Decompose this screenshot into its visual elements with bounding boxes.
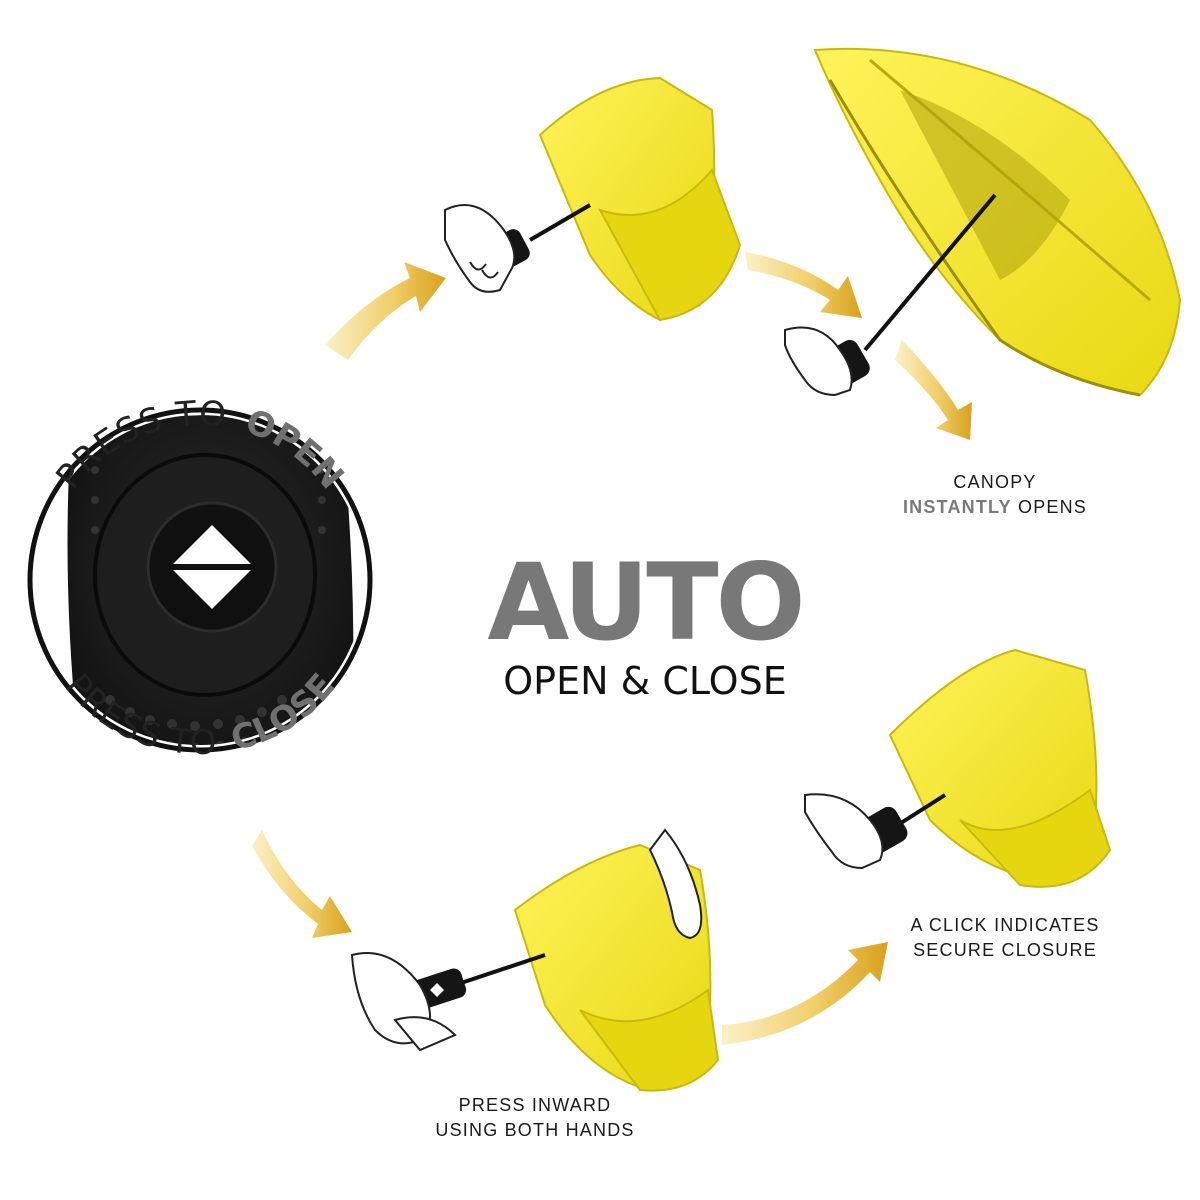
- caption-press-line2: USING BOTH HANDS: [435, 1120, 635, 1140]
- umbrella-closing-right: [804, 648, 1112, 888]
- title-open-close: OPEN & CLOSE: [503, 659, 787, 703]
- caption-canopy-line1: CANOPY: [870, 470, 1120, 495]
- handle-closeup-badge: PRESS TO OPEN PRESS TO CLOSE: [27, 393, 373, 763]
- caption-secure-line2: SECURE CLOSURE: [913, 940, 1097, 960]
- caption-canopy-line2-text: OPENS: [1011, 497, 1088, 517]
- arrow-half-to-full: [745, 252, 862, 318]
- umbrella-fully-open: [784, 47, 1182, 397]
- arrow-badge-to-close: [252, 830, 352, 938]
- umbrella-press-inward: [350, 828, 720, 1092]
- title-auto: AUTO: [487, 541, 805, 664]
- caption-canopy-line1-text: CANOPY: [953, 472, 1037, 492]
- arrow-full-down: [895, 340, 972, 440]
- caption-secure-closure: A CLICK INDICATES SECURE CLOSURE: [875, 913, 1135, 963]
- caption-press-line1: PRESS INWARD: [458, 1095, 612, 1115]
- diamond-button-icon: [166, 525, 258, 609]
- caption-canopy-line2: INSTANTLY OPENS: [870, 495, 1120, 520]
- caption-press-inward: PRESS INWARD USING BOTH HANDS: [410, 1093, 660, 1143]
- caption-canopy-opens: CANOPY INSTANTLY OPENS: [870, 470, 1120, 520]
- caption-canopy-highlight: INSTANTLY: [902, 497, 1012, 517]
- arrow-press-to-click: [722, 942, 888, 1045]
- arrow-badge-to-open: [325, 262, 446, 360]
- umbrella-half-open-top: [444, 76, 742, 322]
- caption-secure-line1: A CLICK INDICATES: [910, 915, 1100, 935]
